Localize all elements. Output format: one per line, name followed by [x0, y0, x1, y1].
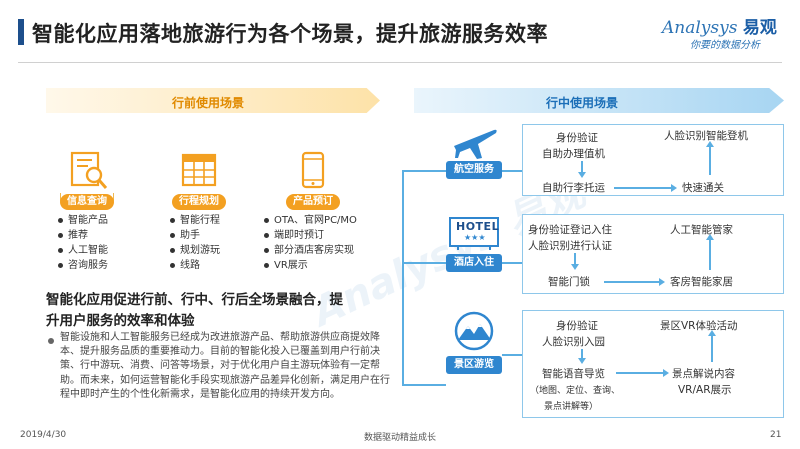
info-query-bullets: 智能产品 推荐 人工智能 咨询服务 [58, 213, 108, 273]
air-item: 自助行李托运 [542, 182, 605, 194]
connector-vertical [402, 170, 404, 385]
logo-brand: 易观 [742, 18, 777, 38]
scenic-item: 景区VR体验活动 [660, 320, 738, 332]
bullet-line: OTA、官网PC/MO [264, 213, 357, 228]
bullet-line: 智能产品 [58, 213, 108, 228]
bullet-line: 人工智能 [58, 243, 108, 258]
arrow-right-icon [671, 184, 677, 192]
flow-arrow [709, 145, 711, 175]
hotel-item: 身份验证登记入住 [528, 224, 612, 236]
footer-slogan: 数据驱动精益成长 [364, 433, 437, 443]
page-title: 智能化应用落地旅游行为各个场景，提升旅游服务效率 [32, 22, 548, 46]
hotel-item: 人脸识别进行认证 [528, 240, 612, 252]
flow-arrow [604, 281, 660, 283]
in-trip-banner [414, 88, 784, 113]
bullet-line: 咨询服务 [58, 258, 108, 273]
bullet-line: 部分酒店客房实现 [264, 243, 357, 258]
tag-itinerary-planning: 行程规划 [172, 194, 226, 210]
bullet-line: 推荐 [58, 228, 108, 243]
tag-info-query: 信息查询 [60, 194, 114, 210]
hotel-sign-text: HOTEL [456, 220, 500, 233]
arrow-right-icon [659, 278, 665, 286]
bullet-line: 线路 [170, 258, 220, 273]
connector-scenic [402, 384, 446, 386]
airplane-icon [448, 122, 500, 168]
bullet-line: VR展示 [264, 258, 357, 273]
footer-page-number: 21 [770, 430, 782, 440]
hotel-item: 人工智能管家 [670, 224, 733, 236]
itinerary-calendar-icon [178, 150, 220, 192]
arrow-down-icon [571, 264, 579, 270]
scenic-item: 人脸识别入园 [542, 336, 605, 348]
arrow-up-icon [706, 141, 714, 147]
tag-product-booking: 产品预订 [286, 194, 340, 210]
arrow-right-icon [663, 369, 669, 377]
air-item: 身份验证 [556, 132, 598, 144]
flow-arrow [614, 187, 672, 189]
analysys-logo: Analysys 易观 [662, 18, 777, 38]
arrow-up-icon [708, 330, 716, 336]
connector-hotel [402, 262, 446, 264]
air-item: 自助办理值机 [542, 148, 605, 160]
scenic-item: 智能语音导览 [542, 368, 605, 380]
title-accent-bar [18, 19, 24, 45]
logo-tagline: 你要的数据分析 [690, 40, 760, 51]
scenic-item: VR/AR展示 [678, 384, 732, 396]
scenic-item-detail: （地图、定位、查询、 [530, 386, 621, 396]
hotel-item: 智能门锁 [548, 276, 590, 288]
paragraph-bullet [48, 338, 54, 344]
category-hotel-label: 酒店入住 [446, 254, 502, 272]
scenic-item: 景点解说内容 [672, 368, 735, 380]
pre-trip-banner-label: 行前使用场景 [172, 96, 245, 110]
booking-bullets: OTA、官网PC/MO 端即时预订 部分酒店客房实现 VR展示 [264, 213, 357, 273]
footer-date: 2019/4/30 [20, 430, 67, 440]
air-item: 快速通关 [682, 182, 724, 194]
scenic-services-panel [522, 310, 784, 418]
mobile-phone-icon [292, 150, 334, 192]
bullet-line: 助手 [170, 228, 220, 243]
flow-arrow [616, 372, 664, 374]
air-item: 人脸识别智能登机 [664, 130, 748, 142]
hotel-item: 客房智能家居 [670, 276, 733, 288]
arrow-up-icon [706, 234, 714, 240]
bullet-line: 端即时预订 [264, 228, 357, 243]
arrow-down-icon [578, 172, 586, 178]
category-scenic-label: 景区游览 [446, 356, 502, 374]
connector-scenic-panel [502, 354, 522, 356]
mountain-icon [448, 310, 500, 356]
flow-arrow [711, 334, 713, 362]
hotel-services-panel [522, 214, 784, 294]
summary-paragraph: 智能设施和人工智能服务已经成为改进旅游产品、帮助旅游供应商提效降本、提升服务品质… [60, 332, 390, 400]
summary-title-line: 升用户服务的效率和体验 [46, 313, 195, 329]
search-document-icon [68, 150, 110, 192]
scenic-item: 身份验证 [556, 320, 598, 332]
itinerary-bullets: 智能行程 助手 规划游玩 线路 [170, 213, 220, 273]
category-air-label: 航空服务 [446, 161, 502, 179]
flow-arrow [581, 349, 583, 359]
connector-air-panel [502, 170, 522, 172]
summary-title: 智能化应用促进行前、行中、行后全场景融合，提 升用户服务的效率和体验 [46, 290, 343, 332]
connector-air [402, 170, 446, 172]
bullet-line: 智能行程 [170, 213, 220, 228]
arrow-down-icon [578, 358, 586, 364]
flow-arrow [574, 253, 576, 265]
summary-title-line: 智能化应用促进行前、行中、行后全场景融合，提 [46, 292, 343, 308]
pre-trip-banner [46, 88, 380, 113]
hotel-stars: ★★★ [464, 233, 486, 242]
flow-arrow [709, 238, 711, 270]
air-services-panel [522, 124, 784, 196]
flow-arrow [581, 161, 583, 173]
in-trip-banner-label: 行中使用场景 [546, 96, 619, 110]
connector-hotel-panel [502, 262, 522, 264]
bullet-line: 规划游玩 [170, 243, 220, 258]
scenic-item-detail: 景点讲解等） [544, 402, 599, 412]
logo-word: nalysys [674, 18, 738, 38]
hotel-sign-icon [448, 216, 500, 262]
header-divider [18, 62, 782, 63]
